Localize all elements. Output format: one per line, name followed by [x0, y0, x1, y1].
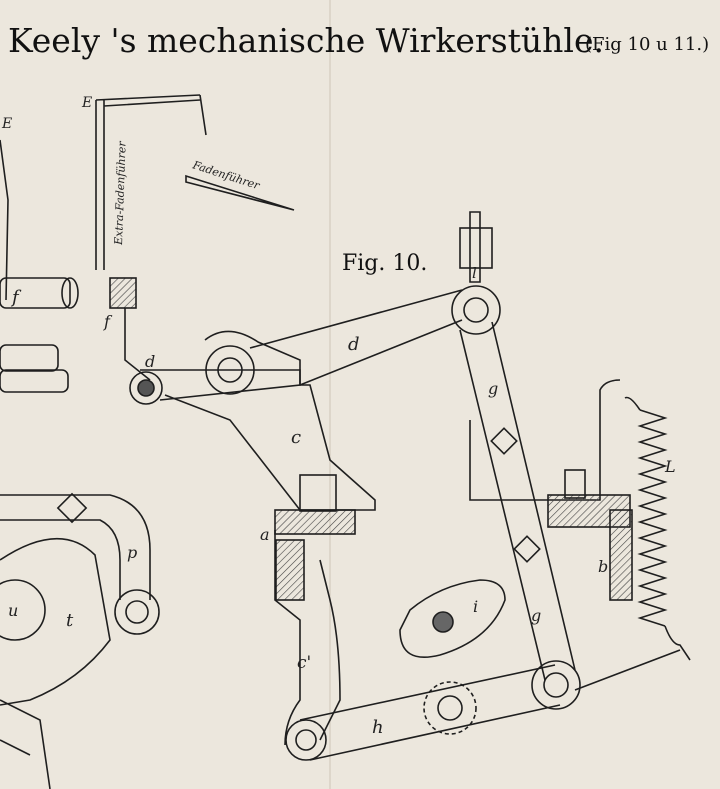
- letter-b: b: [598, 557, 608, 576]
- page-title: Keely 's mechanische Wirkerstühle.: [8, 21, 604, 60]
- frame-b-leg: [609, 509, 633, 601]
- letter-g-upper: g: [488, 379, 498, 398]
- block-a-lower: [275, 539, 305, 601]
- lever-c: [164, 330, 376, 511]
- pivot-h-dashed: [423, 681, 477, 735]
- rod-lower-1: [0, 344, 59, 372]
- cam-t: [0, 537, 111, 706]
- letter-i: i: [473, 597, 478, 616]
- pivot-g-bottom-outer: [531, 660, 581, 710]
- lever-top: [140, 369, 301, 401]
- pivot-d-inner: [137, 379, 155, 397]
- rod-lower-2: [0, 369, 69, 393]
- lever-pivot-outer: [205, 345, 255, 395]
- nut-a-top: [299, 474, 337, 512]
- lever-pivot-inner: [217, 357, 243, 383]
- frame-b-arm: [469, 379, 621, 501]
- bracket-p-joint: [56, 492, 88, 524]
- pivot-p-outer: [114, 589, 160, 635]
- letter-E-left: E: [1, 116, 12, 132]
- thread-guide-tip: [199, 94, 207, 136]
- thread-guide-label: Fadenführer: [190, 158, 262, 192]
- rod-f: [0, 277, 71, 309]
- block-a: [274, 509, 356, 535]
- letter-c-prime: c': [297, 653, 311, 673]
- g-joint-upper: [490, 427, 518, 455]
- letter-d-pivot: d: [145, 352, 155, 371]
- block-f: [109, 277, 137, 309]
- letter-E-arm: E: [81, 95, 92, 111]
- letter-d-link: d: [348, 334, 360, 355]
- lever-g: [459, 321, 576, 681]
- letter-u: u: [8, 601, 18, 620]
- drawing-strokes: [0, 94, 691, 789]
- letter-c: c: [291, 427, 301, 448]
- cam-i-shaft: [432, 611, 454, 633]
- letter-f-link: f: [103, 312, 113, 331]
- screw-l: [469, 211, 481, 283]
- pivot-c1-inner: [295, 729, 317, 751]
- pivot-d-outer: [129, 371, 163, 405]
- cam-i: [399, 579, 506, 659]
- pivot-g-bottom-inner: [543, 672, 569, 698]
- letter-g-lower: g: [531, 606, 541, 625]
- letter-a: a: [260, 525, 270, 544]
- spring-connector: [574, 649, 681, 691]
- lever-c1-right: [319, 559, 341, 741]
- letter-l: l: [472, 264, 477, 282]
- pivot-c1-outer: [285, 719, 327, 761]
- pivot-l-outer: [451, 285, 501, 335]
- hub-u: [0, 579, 46, 641]
- bracket-p: [0, 494, 151, 600]
- letter-f-rod: f: [10, 287, 22, 308]
- letter-p: p: [127, 543, 137, 562]
- spring-L-hooks: [624, 396, 691, 661]
- link-d: [249, 289, 463, 386]
- pivot-l-inner: [463, 297, 489, 323]
- thread-guide-needle: [185, 174, 295, 211]
- figure-label: Fig. 10.: [342, 251, 427, 276]
- pivot-p-inner: [125, 600, 149, 624]
- extra-thread-guide-arm: [95, 94, 201, 270]
- letter-t: t: [66, 610, 74, 631]
- extra-thread-guide-label: Extra-Fadenführer: [112, 140, 129, 246]
- g-joint-lower: [513, 535, 541, 563]
- spring-L: [637, 409, 668, 627]
- link-h: [299, 664, 561, 761]
- letter-h: h: [372, 717, 384, 738]
- figure-reference: (Fig 10 u 11.): [585, 34, 709, 55]
- left-bar-E: [0, 139, 9, 301]
- screw-housing-l: [459, 227, 493, 269]
- letter-L: L: [664, 457, 676, 476]
- rod-f-end: [61, 277, 79, 309]
- pivot-h-inner: [437, 695, 463, 721]
- lower-frame: [0, 699, 51, 789]
- frame-b-nut: [564, 469, 586, 499]
